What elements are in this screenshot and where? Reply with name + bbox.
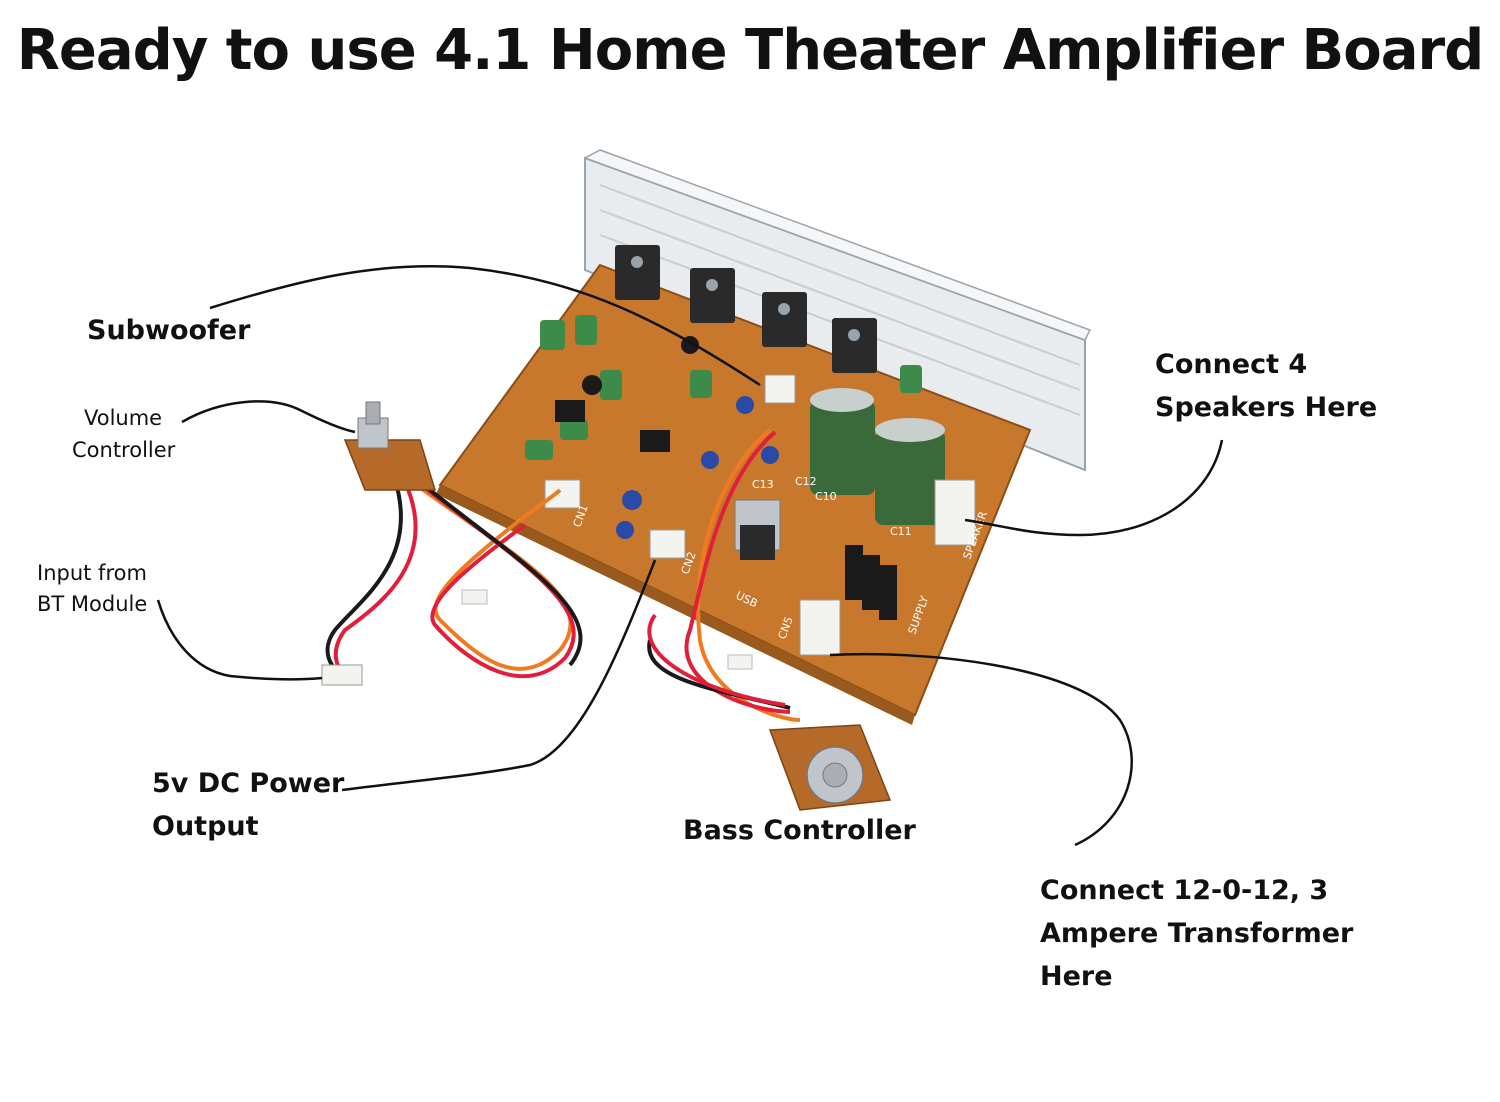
callout-power — [341, 559, 657, 792]
filter-capacitors — [810, 388, 945, 525]
callout-speakers — [964, 439, 1224, 537]
marking-c10: C10 — [815, 490, 837, 503]
callout-input — [156, 599, 323, 681]
heatsink — [583, 149, 1092, 472]
volume-label-line2: Controller — [72, 438, 176, 462]
input-label-line2: BT Module — [37, 592, 148, 616]
transformer-label-line1: Connect 12-0-12, 3 — [1040, 875, 1329, 906]
transformer-label-line2: Ampere Transformer — [1040, 918, 1354, 949]
speakers-label-line2: Speakers Here — [1155, 392, 1378, 423]
power-transistors — [615, 245, 877, 373]
bass-label: Bass Controller — [683, 815, 916, 846]
volume-label-line1: Volume — [84, 406, 163, 430]
marking-c13: C13 — [752, 478, 774, 491]
subwoofer-label: Subwoofer — [87, 315, 251, 346]
transformer-label-line3: Here — [1040, 961, 1113, 992]
volume-potentiometer — [321, 401, 583, 686]
callout-subwoofer — [209, 265, 761, 387]
callout-volume — [181, 400, 356, 434]
small-components — [525, 315, 976, 656]
page-title: Ready to use 4.1 Home Theater Amplifier … — [16, 18, 1484, 83]
power-label-line2: Output — [152, 811, 259, 842]
callout-lines — [156, 265, 1224, 847]
marking-c11: C11 — [890, 525, 912, 538]
speakers-label-line1: Connect 4 — [1155, 349, 1308, 380]
bass-potentiometer — [647, 428, 892, 811]
marking-c12: C12 — [795, 475, 817, 488]
callout-transformer — [829, 652, 1133, 847]
input-label-line1: Input from — [37, 561, 147, 585]
power-label-line1: 5v DC Power — [152, 768, 345, 799]
